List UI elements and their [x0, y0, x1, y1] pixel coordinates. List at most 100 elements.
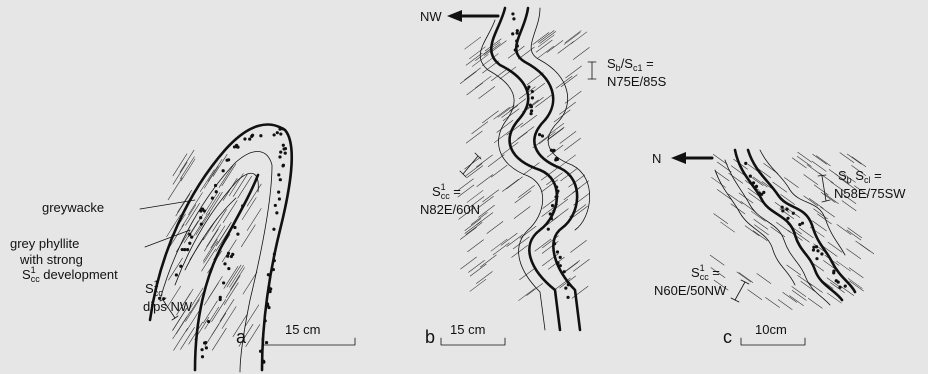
greywacke-dot	[241, 204, 244, 207]
scc-bar-a-cap2	[172, 316, 178, 320]
fold-layer-b-1	[480, 20, 545, 330]
greywacke-dot	[529, 103, 532, 106]
cleavage-stroke	[491, 239, 507, 251]
cleavage-stroke	[561, 75, 577, 87]
greywacke-dot	[277, 191, 280, 194]
greywacke-dot	[267, 306, 270, 309]
cleavage-stroke	[480, 255, 496, 267]
cleavage-stroke	[212, 300, 226, 322]
cleavage-stroke	[783, 292, 797, 302]
greywacke-dot	[266, 302, 269, 305]
greywacke-dot	[786, 217, 789, 220]
greywacke-dot	[781, 209, 784, 212]
cleavage-stroke	[816, 156, 830, 166]
cleavage-stroke	[837, 261, 851, 271]
cleavage-stroke	[573, 47, 589, 59]
greywacke-dot	[276, 131, 279, 134]
cleavage-stroke	[468, 240, 484, 252]
label-greywacke: greywacke	[42, 200, 104, 215]
cleavage-stroke	[814, 185, 828, 195]
cleavage-stroke	[472, 122, 488, 134]
greywacke-dot	[547, 228, 550, 231]
lower-bar-c-cap2	[741, 280, 749, 284]
cleavage-stroke	[470, 264, 486, 276]
greywacke-dot	[278, 197, 281, 200]
greywacke-dot	[222, 281, 225, 284]
greywacke-dot	[511, 32, 514, 35]
cleavage-stroke	[520, 268, 536, 280]
direction-label-b: NW	[420, 9, 442, 24]
greywacke-dot	[277, 173, 280, 176]
cleavage-stroke	[181, 159, 195, 181]
greywacke-dot	[273, 259, 276, 262]
greywacke-dot	[268, 290, 271, 293]
cleavage-stroke	[771, 227, 785, 237]
cleavage-stroke	[757, 274, 771, 284]
greywacke-dot	[272, 268, 275, 271]
fold-boundary-b-2	[516, 8, 580, 330]
greywacke-dot	[749, 175, 752, 178]
scale-label-a: 15 cm	[285, 322, 320, 337]
greywacke-dot	[555, 192, 558, 195]
greywacke-dot	[837, 281, 840, 284]
greywacke-dot	[281, 164, 284, 167]
label-dips: dips NW	[143, 299, 193, 314]
greywacke-dot	[559, 264, 562, 267]
cleavage-stroke	[852, 157, 866, 167]
cleavage-stroke	[477, 175, 493, 187]
cleavage-stroke	[466, 164, 482, 176]
cleavage-stroke	[241, 225, 255, 247]
cleavage-stroke	[542, 236, 558, 248]
label-scc-c: S1cc =	[691, 263, 720, 282]
greywacke-dot	[273, 252, 276, 255]
greywacke-dot	[554, 158, 557, 161]
cleavage-stroke	[467, 166, 483, 178]
cleavage-stroke	[475, 49, 491, 61]
cleavage-stroke	[224, 283, 238, 305]
cleavage-stroke	[246, 325, 260, 347]
cleavage-stroke	[778, 300, 792, 310]
greywacke-dot	[511, 12, 514, 15]
cleavage-stroke	[466, 222, 482, 234]
scale-bar-a	[262, 338, 355, 345]
greywacke-dot	[207, 320, 210, 323]
cleavage-stroke	[754, 219, 768, 229]
greywacke-dot	[279, 132, 282, 135]
cleavage-stroke	[222, 307, 236, 329]
greywacke-dot	[551, 204, 554, 207]
cleavage-stroke	[466, 131, 482, 143]
greywacke-dot	[744, 162, 747, 165]
cleavage-stroke	[521, 115, 537, 127]
cleavage-stroke	[573, 259, 589, 271]
greywacke-dot	[275, 211, 278, 214]
cleavage-stroke	[243, 272, 257, 294]
label-sb-scl-c: Sb Scl =	[838, 168, 882, 185]
cleavage-stroke	[515, 191, 531, 203]
greywacke-dot	[550, 149, 553, 152]
cleavage-stroke	[527, 97, 543, 109]
cleavage-stroke	[817, 214, 831, 224]
greywacke-dot	[259, 350, 262, 353]
cleavage-stroke	[710, 255, 724, 265]
upper-bar-c	[822, 176, 826, 201]
greywacke-dot	[820, 252, 823, 255]
greywacke-dot	[531, 90, 534, 93]
cleavage-stroke	[208, 277, 222, 299]
cleavage-stroke	[535, 239, 551, 251]
greywacke-dot	[553, 242, 556, 245]
greywacke-dot	[236, 232, 239, 235]
label-phyllite-2: with strong	[19, 252, 83, 267]
cleavage-stroke	[560, 155, 576, 167]
greywacke-dot	[512, 17, 515, 20]
greywacke-dot	[179, 265, 182, 268]
cleavage-stroke	[737, 272, 751, 282]
greywacke-dot	[227, 158, 230, 161]
cleavage-stroke	[475, 76, 491, 88]
value-scc-b: N82E/60N	[420, 202, 480, 217]
cleavage-stroke	[247, 208, 261, 230]
greywacke-dot	[515, 39, 518, 42]
cleavage-stroke	[479, 86, 495, 98]
label-phyllite-1: grey phyllite	[10, 236, 79, 251]
greywacke-dot	[281, 127, 284, 130]
